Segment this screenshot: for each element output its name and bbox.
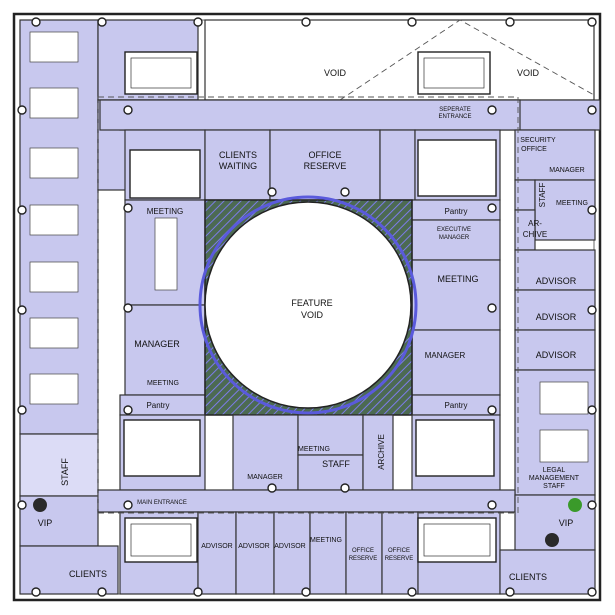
label-legal-2: MANAGEMENT [529,475,580,482]
clients-waiting-room [204,129,271,201]
office-reserve-room [269,129,381,201]
advisor-bottom-3 [273,511,311,595]
left-desk-clusters [29,31,79,405]
manager-room-right [411,329,501,396]
meeting-table-left [154,217,178,291]
label-manager-right: MANAGER [425,351,466,360]
office-reserve-bottom-2 [381,511,419,595]
label-manager-left: MANAGER [134,339,180,349]
executive-manager [411,219,501,261]
label-advisor-r1: ADVISOR [536,276,577,286]
label-pantry-left: Pantry [146,401,169,410]
toilet-core-bottom-left [123,419,201,477]
label-office-reserve-b1-2: RESERVE [349,556,378,562]
label-legal-1: LEGAL [543,467,566,474]
staff-room-left [19,433,99,497]
label-separate-entrance-2: ENTRANCE [438,114,471,120]
advisor-bottom-2 [235,511,275,595]
label-vip-right: VIP [559,518,574,528]
label-office-reserve-2: RESERVE [304,161,347,171]
label-meeting-left-small: MEETING [147,380,179,387]
label-meeting-b: MEETING [310,537,342,544]
label-meeting-right: MEETING [556,200,588,207]
structural-columns [17,17,597,597]
archive-bottom [362,414,394,491]
advisor-right-2 [514,289,596,331]
office-reserve-bottom-1 [345,511,383,595]
toilet-core-top-left [129,149,201,199]
clients-room-right [499,549,596,595]
label-clients-left: CLIENTS [69,569,107,579]
manager-room-bottom [232,414,299,491]
manager-room-left [124,304,206,396]
label-office-reserve-1: OFFICE [309,150,342,160]
label-feature-void-2: VOID [301,310,324,320]
label-executive-manager-2: MANAGER [439,235,470,241]
label-pantry-right: Pantry [444,401,467,410]
label-advisor-b3: ADVISOR [274,543,306,550]
plant-icon [545,533,559,547]
label-office-reserve-b2-1: OFFICE [388,548,410,554]
label-security-office-1: SECURITY [520,137,556,144]
meeting-room-bottom [297,414,364,456]
label-void-left: VOID [324,68,347,78]
label-archive-right-2: CHIVE [523,230,547,239]
label-archive-right-1: AR- [528,219,542,228]
label-archive-bottom: ARCHIVE [377,434,386,470]
label-advisor-r2: ADVISOR [536,312,577,322]
plant-icon [568,498,582,512]
label-meeting-center-right: MEETING [437,274,478,284]
label-security-manager: MANAGER [549,167,584,174]
label-manager-bottom: MANAGER [247,474,282,481]
right-desks [539,381,589,463]
label-legal-3: STAFF [543,483,565,490]
label-vip-left: VIP [38,518,53,528]
meeting-bottom-small [309,511,347,595]
label-meeting-left: MEETING [147,207,183,216]
vip-room-left [19,495,99,547]
staff-room-bottom [297,454,364,491]
advisor-bottom-1 [197,511,237,595]
label-advisor-r3: ADVISOR [536,350,577,360]
label-office-reserve-b1-1: OFFICE [352,548,374,554]
plant-icon [33,498,47,512]
label-office-reserve-b2-2: RESERVE [385,556,414,562]
label-separate-entrance-1: SEPERATE [439,107,471,113]
label-main-entrance: MAIN ENTRANCE [137,500,187,506]
label-staff-right: STAFF [538,183,547,208]
label-void-right: VOID [517,68,540,78]
label-clients-waiting-1: CLIENTS [219,150,257,160]
clients-room-left [19,545,119,595]
advisor-right-3 [514,329,596,371]
label-security-office-2: OFFICE [521,146,547,153]
label-advisor-b2: ADVISOR [238,543,270,550]
security-office [514,129,596,181]
label-clients-right: CLIENTS [509,572,547,582]
meeting-room-right [411,259,501,331]
toilet-core-top-right [417,139,497,197]
label-pantry-top-right: Pantry [444,207,467,216]
label-staff-left: STAFF [60,458,70,486]
label-advisor-b1: ADVISOR [201,543,233,550]
label-staff-bottom: STAFF [322,459,350,469]
advisor-right-1 [514,249,596,291]
label-feature-void-1: FEATURE [291,298,332,308]
label-executive-manager-1: EXECUTIVE [437,227,471,233]
label-meeting-bottom: MEETING [298,446,330,453]
toilet-core-bottom-right [415,419,495,477]
label-clients-waiting-2: WAITING [219,161,257,171]
